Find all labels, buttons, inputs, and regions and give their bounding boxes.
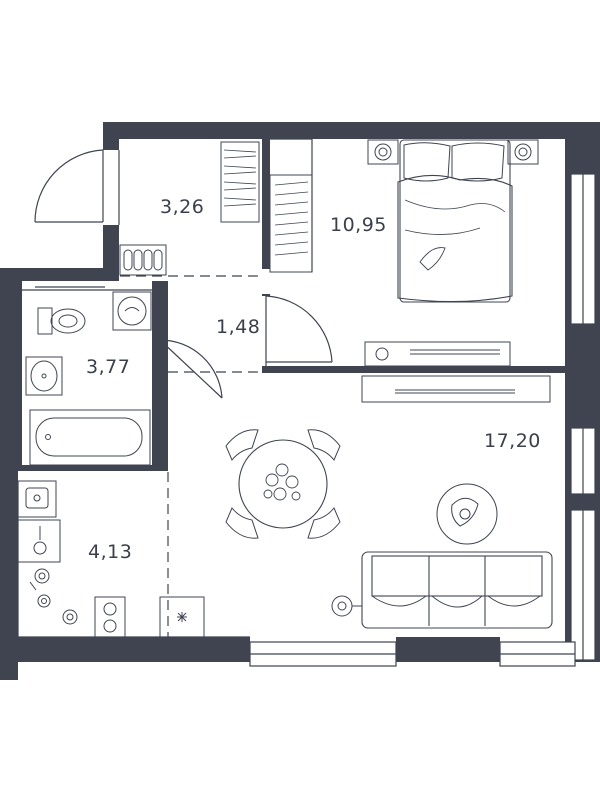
pillow-icon <box>403 142 505 182</box>
area-label-kitchen: 4,13 <box>88 541 133 563</box>
rug-icon <box>436 483 498 545</box>
zone-separators <box>120 275 262 637</box>
bathtub-icon <box>29 409 151 466</box>
toilet-icon <box>37 307 86 335</box>
sofa-icon <box>361 551 553 629</box>
dining-table-icon <box>238 439 328 529</box>
tv-icon <box>361 375 551 403</box>
bed-icon <box>397 139 513 303</box>
washing-machine-icon <box>112 291 152 331</box>
stove-icon <box>17 480 57 518</box>
floor-lamp-icon <box>331 595 362 617</box>
door-swing-icon <box>34 149 333 399</box>
plant-icon <box>263 463 301 501</box>
area-label-hallway: 3,26 <box>160 196 205 218</box>
cooktop-icon <box>94 596 126 638</box>
fridge-icon <box>159 596 205 638</box>
kitchen-appliances-icon <box>29 568 78 625</box>
lamp-icon <box>367 139 539 165</box>
interior-walls <box>18 139 565 471</box>
windows <box>249 173 596 667</box>
sink-icon <box>25 356 63 396</box>
area-label-living: 17,20 <box>484 430 541 452</box>
wardrobe-icon <box>220 141 260 223</box>
tv-icon <box>364 341 511 367</box>
area-label-bedroom: 10,95 <box>330 214 387 236</box>
kitchen-sink-icon <box>17 519 61 563</box>
shoe-rack-icon <box>119 244 167 276</box>
chair-icon <box>225 429 341 539</box>
area-label-bathroom: 3,77 <box>86 356 131 378</box>
area-label-corridor: 1,48 <box>216 316 261 338</box>
wardrobe-icon <box>269 174 313 273</box>
